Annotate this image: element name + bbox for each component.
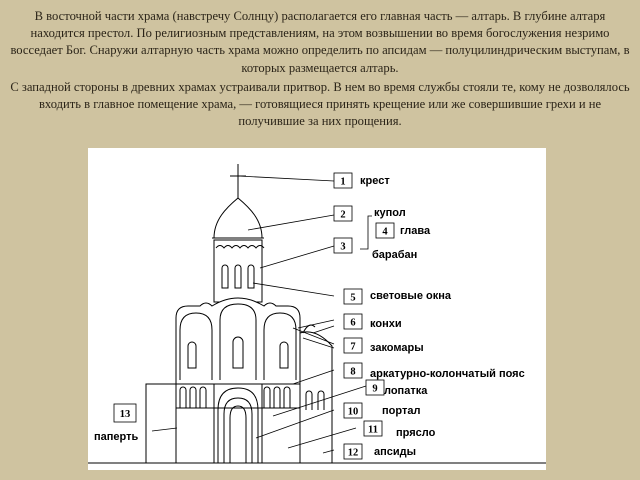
number-box xyxy=(343,402,363,419)
zakomara-center xyxy=(219,303,257,380)
number-box xyxy=(363,420,383,437)
paragraph-narthex: С западной стороны в древних храмах устр… xyxy=(10,79,630,129)
callout-number: 13 xyxy=(120,409,131,420)
callout-paperty: 13 паперть xyxy=(94,403,138,443)
portal-middle xyxy=(223,397,253,463)
callout-text: портал xyxy=(382,405,420,417)
zakomara-left xyxy=(179,312,213,380)
number-box xyxy=(333,172,353,189)
drum-window-1 xyxy=(221,264,229,289)
dome-shape xyxy=(213,197,263,239)
apse-shape xyxy=(299,331,333,463)
callout-number: 2 xyxy=(340,210,345,221)
number-box xyxy=(343,362,363,379)
callout-krest: 1 крест xyxy=(333,172,390,189)
callout-text: паперть xyxy=(94,431,138,443)
church-diagram: 1 крест 2 купол 3 барабан 4 глава 5 xyxy=(88,148,546,470)
callout-number: 8 xyxy=(350,367,355,378)
callout-text: купол xyxy=(374,207,406,219)
callout-pryaslo: 11 прясло xyxy=(363,420,436,439)
callout-number: 4 xyxy=(382,227,388,238)
callout-number: 1 xyxy=(340,177,345,188)
callout-number: 10 xyxy=(348,407,359,418)
callout-text: световые окна xyxy=(370,290,452,302)
callout-text: крест xyxy=(360,175,390,187)
callout-text: прясло xyxy=(396,427,436,439)
window-center xyxy=(232,336,244,369)
number-box xyxy=(365,379,385,396)
callout-text: закомары xyxy=(370,342,424,354)
callout-svetovye-okna: 5 световые окна xyxy=(343,288,452,305)
window-left xyxy=(187,341,197,369)
callout-number: 5 xyxy=(350,293,355,304)
number-box xyxy=(343,313,363,330)
callout-text: лопатка xyxy=(384,385,428,397)
callout-lopatka: 9 лопатка xyxy=(365,379,428,397)
church-drawing: 1 крест 2 купол 3 барабан 4 глава 5 xyxy=(88,164,546,464)
main-body xyxy=(175,297,301,463)
apse-arcature xyxy=(305,390,325,410)
callout-apsidy: 12 апсиды xyxy=(343,443,416,460)
description-text: В восточной части храма (навстречу Солнц… xyxy=(6,8,634,132)
number-box xyxy=(333,237,353,254)
callout-konkhi: 6 конхи xyxy=(343,313,402,330)
callout-text: барабан xyxy=(372,249,417,261)
glava-bracket xyxy=(360,215,372,250)
callout-text: аркатурно-колончатый пояс xyxy=(370,368,525,380)
number-box xyxy=(333,205,353,222)
callout-text: апсиды xyxy=(374,446,416,458)
leader-lines xyxy=(151,175,367,454)
callout-portal: 10 портал xyxy=(343,402,420,419)
callout-number: 11 xyxy=(368,425,378,436)
drum-window-2 xyxy=(234,264,242,289)
callout-glava: 4 глава xyxy=(360,215,431,250)
number-box xyxy=(343,443,363,460)
number-box xyxy=(113,403,137,423)
callout-baraban: 3 барабан xyxy=(333,237,417,261)
church-building xyxy=(88,164,546,464)
drum-arcade xyxy=(215,245,265,249)
callout-number: 12 xyxy=(348,448,359,459)
number-box xyxy=(375,222,395,239)
portal-outer xyxy=(217,387,259,463)
callout-arkaturny-poyas: 8 аркатурно-колончатый пояс xyxy=(343,362,525,380)
callout-number: 3 xyxy=(340,242,345,253)
number-box xyxy=(343,288,363,305)
callout-kupol: 2 купол xyxy=(333,205,406,222)
number-box xyxy=(343,337,363,354)
zakomara-right xyxy=(263,312,297,380)
paragraph-altar: В восточной части храма (навстречу Солнц… xyxy=(10,9,630,75)
callout-zakomary: 7 закомары xyxy=(343,337,424,354)
drum-window-3 xyxy=(247,264,255,289)
callout-number: 6 xyxy=(350,318,355,329)
callout-text: глава xyxy=(400,225,431,237)
callout-number: 9 xyxy=(372,384,377,395)
portal-inner xyxy=(229,405,247,463)
narthex-shape xyxy=(145,383,177,464)
callout-labels: 1 крест 2 купол 3 барабан 4 глава 5 xyxy=(94,172,525,460)
callout-text: конхи xyxy=(370,318,402,330)
arcature-columns xyxy=(179,386,291,408)
callout-number: 7 xyxy=(350,342,355,353)
window-right xyxy=(279,341,289,369)
